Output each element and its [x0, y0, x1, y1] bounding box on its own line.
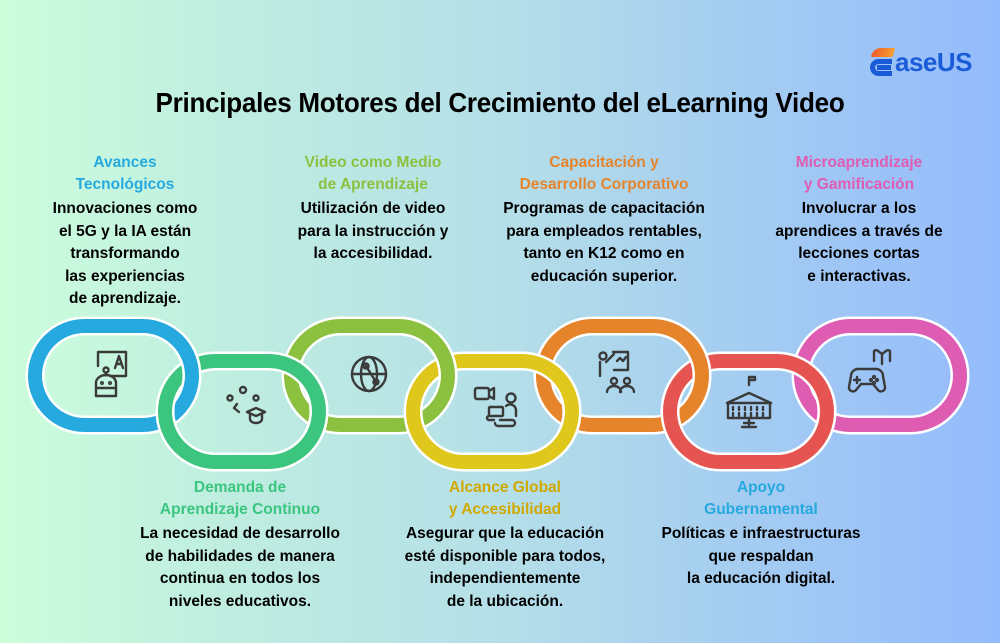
easeus-logo-mark-icon — [870, 48, 896, 76]
easeus-logo: aseUS — [870, 42, 973, 77]
graduation-network-icon — [226, 385, 267, 425]
gamepad-book-icon — [847, 349, 892, 393]
driver-heading: Demanda de Aprendizaje Continuo — [159, 479, 321, 518]
driver-heading: Alcance Global y Accesibilidad — [448, 479, 562, 518]
driver-heading: Capacitación y Desarrollo Corporativo — [519, 154, 689, 193]
logo-text: aseUS — [895, 47, 973, 77]
driver-alcance-text: Alcance Global y Accesibilidad Asegurar … — [370, 477, 640, 613]
driver-heading: Microaprendizaje y Gamificación — [795, 154, 923, 193]
driver-heading: Video como Medio de Aprendizaje — [304, 154, 442, 193]
driver-micro-text: Microaprendizaje y Gamificación Involucr… — [728, 152, 990, 288]
driver-demanda-text: Demanda de Aprendizaje Continuo La neces… — [100, 477, 380, 613]
globe-network-icon — [350, 355, 388, 393]
driver-heading: Apoyo Gubernamental — [704, 479, 818, 518]
driver-description: La necesidad de desarrollo de habilidade… — [140, 525, 340, 610]
government-building-icon — [725, 375, 773, 429]
video-call-learner-icon — [473, 386, 518, 428]
presenter-audience-icon — [598, 350, 636, 394]
driver-avances-text: Avances Tecnológicos Innovaciones como e… — [10, 152, 240, 311]
driver-description: Políticas e infraestructuras que respald… — [661, 525, 861, 587]
ai-robot-teacher-icon — [94, 350, 128, 398]
driver-description: Asegurar que la educación esté disponibl… — [404, 525, 606, 610]
page-title: Principales Motores del Crecimiento del … — [155, 87, 845, 118]
driver-description: Utilización de video para la instrucción… — [297, 200, 449, 262]
driver-description: Programas de capacitación para empleados… — [503, 200, 705, 285]
driver-description: Innovaciones como el 5G y la IA están tr… — [52, 200, 198, 307]
driver-video-text: Video como Medio de Aprendizaje Utilizac… — [248, 152, 498, 266]
driver-heading: Avances Tecnológicos — [75, 154, 175, 193]
driver-description: Involucrar a los aprendices a través de … — [775, 200, 943, 285]
driver-apoyo-text: Apoyo Gubernamental Políticas e infraest… — [626, 477, 896, 591]
driver-capacitacion-text: Capacitación y Desarrollo Corporativo Pr… — [468, 152, 740, 288]
